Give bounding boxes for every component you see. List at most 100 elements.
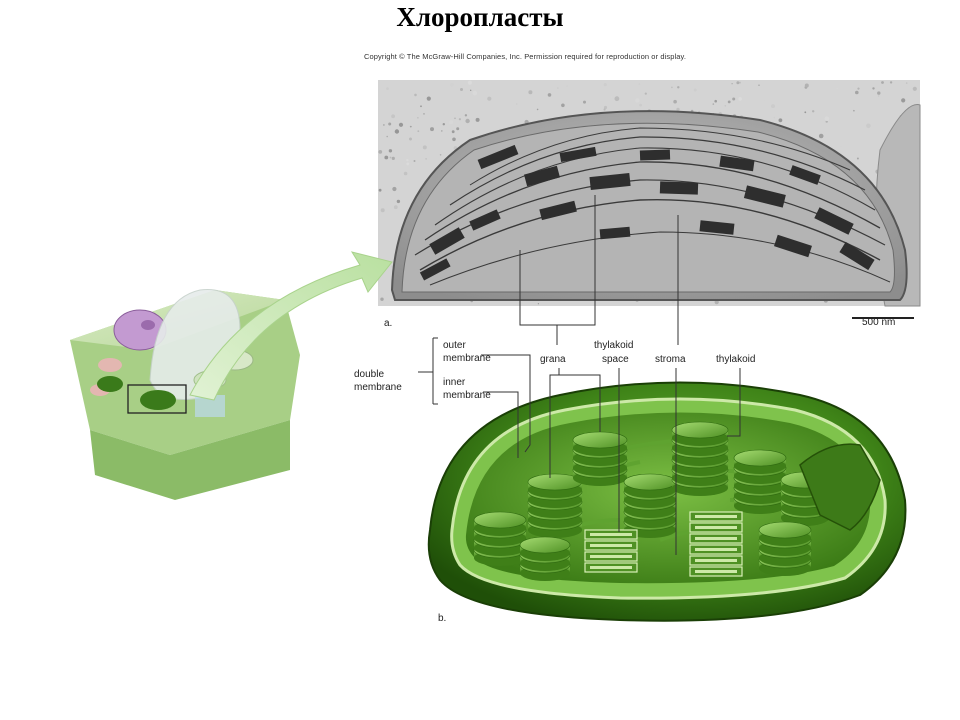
texture-speck (738, 97, 742, 101)
inner-membrane-label-2: membrane (443, 390, 491, 401)
thylakoid-lumen (695, 570, 737, 573)
texture-speck (449, 120, 454, 125)
texture-speck (547, 93, 552, 97)
texture-speck (398, 122, 404, 127)
texture-speck (673, 99, 677, 104)
texture-speck (889, 81, 893, 84)
granum (623, 473, 677, 538)
texture-speck (724, 105, 727, 107)
thylakoid-disc-top (473, 511, 527, 529)
texture-speck (396, 199, 401, 204)
texture-speck (583, 100, 586, 104)
granum (780, 471, 830, 526)
texture-speck (566, 85, 569, 88)
texture-speck (804, 111, 807, 114)
stroma-label: stroma (655, 354, 686, 365)
texture-speck (855, 90, 859, 95)
texture-speck (561, 103, 565, 108)
thylakoid-lumen (695, 559, 737, 562)
texture-speck (714, 99, 717, 103)
texture-speck (727, 100, 731, 104)
texture-speck (516, 103, 518, 105)
grana-stacks (473, 421, 830, 581)
texture-speck (877, 95, 880, 97)
thylakoid-leader (727, 368, 741, 437)
texture-speck (391, 114, 395, 119)
texture-speck (603, 108, 606, 111)
texture-speck (857, 87, 860, 90)
texture-speck (676, 107, 680, 112)
texture-speck (644, 92, 647, 95)
texture-speck (475, 117, 480, 122)
texture-speck (452, 137, 456, 142)
granum (671, 421, 729, 496)
texture-speck (451, 130, 455, 134)
texture-speck (386, 135, 389, 138)
texture-speck (472, 90, 478, 96)
selection-box (127, 384, 187, 414)
texture-speck (456, 127, 460, 131)
cell-front-face (90, 420, 290, 500)
texture-speck (467, 80, 472, 85)
texture-speck (378, 188, 382, 192)
thylakoid-disc-top (623, 473, 677, 491)
texture-speck (677, 86, 680, 89)
texture-speck (758, 84, 760, 86)
adjacent-cell (195, 395, 225, 417)
texture-speck (836, 88, 838, 90)
micrograph-lamellae (414, 127, 891, 286)
cut-face (799, 443, 881, 531)
inner-membrane-leader (505, 391, 519, 458)
texture-speck (378, 150, 383, 154)
thylakoid-lumen (590, 555, 632, 558)
thylakoid-label: thylakoid (716, 354, 755, 365)
texture-speck (409, 125, 412, 128)
texture-speck (773, 116, 776, 119)
texture-speck (388, 122, 392, 126)
small-chloroplast-1 (97, 376, 123, 392)
texture-speck (905, 82, 908, 84)
texture-speck (812, 110, 815, 113)
texture-speck (380, 208, 385, 213)
texture-speck (603, 105, 608, 110)
texture-speck (896, 103, 900, 107)
texture-speck (714, 300, 719, 305)
texture-speck (712, 103, 715, 105)
thylakoid-lumen (590, 533, 632, 536)
texture-speck (406, 158, 409, 162)
texture-speck (389, 156, 392, 159)
nucleolus (141, 320, 155, 330)
thylakoid-lumen (695, 537, 737, 540)
texture-speck (638, 83, 641, 85)
cut-granum (689, 511, 743, 577)
outer-membrane-label-1: outer (443, 340, 466, 351)
texture-speck (739, 81, 741, 84)
texture-speck (732, 97, 736, 101)
thylakoid-space-label-1: thylakoid (594, 340, 633, 351)
texture-speck (866, 123, 871, 129)
texture-speck (877, 91, 881, 95)
texture-speck (635, 98, 640, 103)
texture-speck (426, 96, 431, 101)
texture-speck (736, 81, 740, 85)
texture-speck (417, 130, 420, 133)
slide-title: Хлоропласты (396, 2, 564, 32)
texture-speck (380, 297, 384, 301)
texture-speck (603, 83, 607, 87)
texture-speck (441, 130, 443, 132)
thylakoid-lumen (590, 566, 632, 569)
texture-speck (425, 158, 427, 160)
outer-membrane-label-2: membrane (443, 353, 491, 364)
texture-speck (639, 103, 642, 107)
granum (758, 521, 812, 576)
texture-speck (413, 160, 416, 162)
thylakoid-disc-top (519, 536, 571, 554)
panel-a-label: a. (384, 318, 392, 329)
double-membrane-label-1: double (354, 369, 384, 380)
texture-speck (406, 162, 410, 166)
thylakoid-lumen (695, 526, 737, 529)
micrograph-panel: a. 500 nm (378, 80, 921, 329)
texture-speck (693, 88, 697, 92)
texture-speck (470, 89, 472, 92)
thylakoid-disc-top (733, 449, 787, 467)
